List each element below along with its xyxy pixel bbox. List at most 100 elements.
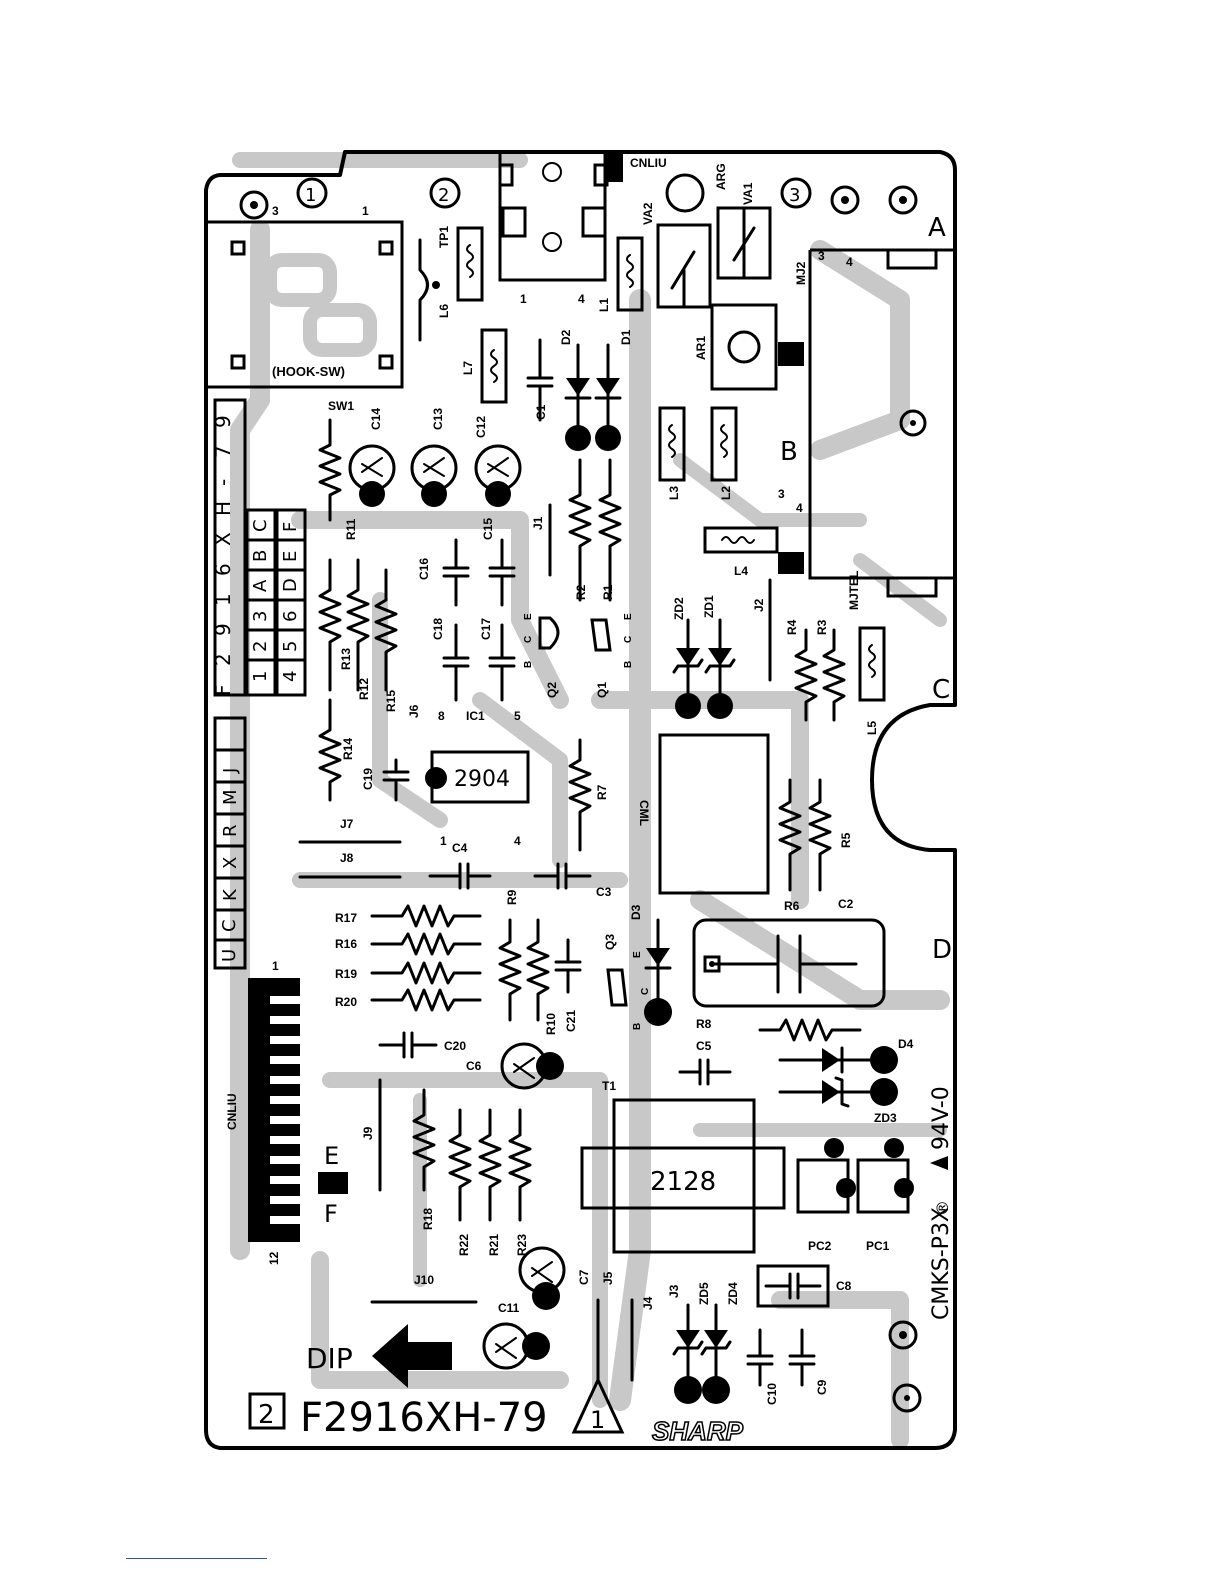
transistor-q2 (538, 616, 560, 650)
label-r21: R21 (487, 1234, 501, 1256)
capacitor-c6 (500, 1042, 564, 1090)
ar1-component (710, 303, 778, 391)
arg-component (665, 173, 705, 213)
pin-3b-label: 3 (778, 487, 785, 501)
suffix-k: K (220, 888, 241, 901)
code-char-3: H (211, 501, 235, 516)
resistor-r1 (598, 458, 622, 602)
ic1-marking: 2904 (454, 767, 510, 792)
code-char-8: 2 (211, 653, 235, 666)
label-pc2: PC2 (808, 1239, 832, 1253)
capacitor-c8 (756, 1264, 830, 1308)
capacitor-c13 (410, 444, 458, 507)
label-r8: R8 (696, 1017, 712, 1031)
label-cml: CML (637, 800, 651, 826)
code-char-6: 1 (211, 593, 235, 606)
capacitor-c5 (678, 1058, 732, 1086)
capacitor-c18 (442, 623, 470, 702)
side-number-box (248, 1392, 286, 1430)
label-r11: R11 (344, 518, 358, 540)
label-r1: R1 (601, 584, 615, 600)
t1-marking: 2128 (650, 1167, 716, 1197)
label-c19: C19 (361, 768, 375, 790)
label-c9: C9 (815, 1379, 829, 1395)
label-zd3: ZD3 (874, 1111, 897, 1125)
label-c7: C7 (577, 1269, 591, 1285)
transistor-q3 (606, 968, 628, 1007)
label-c17: C17 (479, 618, 493, 640)
grid-f: F (280, 522, 301, 532)
zener-zd2 (672, 618, 704, 719)
label-r12: R12 (357, 678, 371, 700)
code-char-9: F (211, 684, 235, 696)
resistor-r22 (448, 1108, 472, 1222)
resistor-r8 (758, 1018, 862, 1042)
q3-pin-c: C (640, 988, 651, 995)
mounting-hole-bottom-2 (892, 1383, 922, 1413)
circle-marker-1 (296, 177, 328, 209)
label-r23: R23 (515, 1234, 529, 1256)
capacitor-c17 (488, 623, 516, 702)
resistor-r19 (370, 961, 482, 985)
label-l1: L1 (597, 298, 611, 312)
suffix-letters-block: J M R X K C U (213, 716, 247, 970)
inductor-l7 (480, 328, 508, 404)
label-j5: J5 (601, 1271, 615, 1285)
diode-d3 (644, 918, 672, 1026)
label-l5: L5 (865, 721, 879, 735)
suffix-u: U (219, 949, 240, 962)
label-r22: R22 (457, 1234, 471, 1256)
side-number: 2 (258, 1400, 275, 1430)
hook-switch-label: (HOOK-SW) (272, 364, 345, 379)
label-arg: ARG (714, 163, 728, 190)
inductor-l2 (710, 406, 738, 482)
diode-d1 (594, 343, 622, 451)
hook-switch: (HOOK-SW) (204, 220, 440, 389)
zener-zd4 (700, 1303, 732, 1404)
dip-label: DIP (306, 1342, 353, 1375)
warning-triangle-icon (571, 1376, 625, 1434)
label-c5: C5 (696, 1039, 712, 1053)
label-tp1: TP1 (437, 226, 451, 248)
label-c1: C1 (534, 404, 548, 420)
label-zd1: ZD1 (702, 595, 716, 618)
label-c13: C13 (431, 408, 445, 430)
zener-zd3 (778, 1076, 898, 1108)
capacitor-c21 (554, 938, 582, 994)
label-q2: Q2 (545, 682, 559, 698)
grid-3: 3 (250, 611, 271, 622)
mjtel-connector: CNLIU 1 4 (498, 152, 667, 306)
capacitor-c4 (428, 862, 492, 890)
pin-4b-label: 4 (846, 255, 853, 269)
resistor-r2 (568, 458, 592, 602)
pin-4c-label: 4 (796, 501, 803, 515)
mounting-hole-bottom-1 (888, 1320, 918, 1350)
code-char-1: 7 (211, 445, 235, 458)
ic1-pin-5: 5 (514, 709, 521, 723)
label-r17: R17 (335, 911, 357, 925)
cml-relay (658, 733, 770, 895)
zener-zd5 (672, 1303, 704, 1404)
zone-letter-d: D (932, 935, 952, 965)
pin-1b-label: 1 (520, 292, 527, 306)
label-j3: J3 (667, 1284, 681, 1298)
grid-b: B (250, 550, 271, 562)
label-r18: R18 (421, 1208, 435, 1230)
label-r5: R5 (839, 832, 853, 848)
zone-letter-b: B (780, 437, 798, 467)
label-c6: C6 (466, 1059, 482, 1073)
capacitor-c1 (526, 338, 554, 422)
suffix-c: C (219, 919, 240, 932)
label-zd2: ZD2 (672, 597, 686, 620)
mounting-hole (239, 190, 269, 220)
label-r9: R9 (505, 889, 519, 905)
q3-pin-e: E (632, 951, 643, 958)
bottom-link-underline[interactable] (126, 1558, 267, 1559)
resistor-r12 (346, 558, 370, 692)
capacitor-c10 (746, 1328, 774, 1387)
zone-letter-a: A (928, 213, 946, 243)
code-char-0: 9 (211, 415, 235, 428)
label-r10: R10 (544, 1013, 558, 1035)
resistor-r14 (318, 698, 342, 802)
